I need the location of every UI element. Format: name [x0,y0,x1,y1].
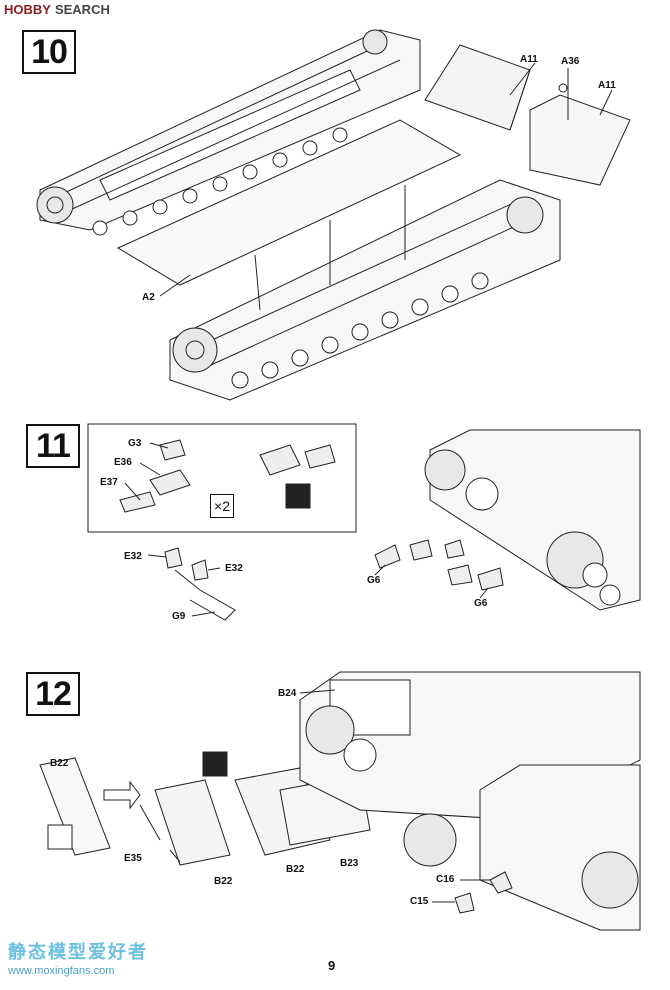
watermark-chinese: 静态模型爱好者 [8,942,148,962]
part-label-e37: E37 [100,477,118,488]
part-label-c16: C16 [436,874,455,885]
watermark-brand: HOBBY [4,2,51,17]
step-10-number: 10 [22,30,76,74]
watermark-suffix: SEARCH [54,2,110,17]
part-label-a11: A11 [520,54,538,65]
watermark-bottom: 静态模型爱好者 www.moxingfans.com [8,938,148,977]
multiplier-badge: ×2 [210,494,234,518]
part-label-g3: G3 [128,438,142,449]
step-11-inset-box [87,423,357,533]
part-label-e32: E32 [225,563,243,574]
part-label-g6: G6 [474,598,488,609]
part-label-c15: C15 [410,896,429,907]
part-label-b22: B22 [50,758,69,769]
page-number: 9 [328,958,336,973]
watermark-url: www.moxingfans.com [8,965,115,977]
part-label-g6: G6 [367,575,381,586]
step-11-number: 11 [26,424,80,468]
part-label-b22: B22 [214,876,233,887]
part-label-a11: A11 [598,80,616,91]
watermark-logo: HOBBY SEARCH [4,2,110,17]
part-label-g9: G9 [172,611,186,622]
part-label-b22: B22 [286,864,305,875]
part-label-b23: B23 [340,858,359,869]
part-label-b24: B24 [278,688,297,699]
step-12-number: 12 [26,672,80,716]
part-label-e35: E35 [124,853,142,864]
part-label-e32: E32 [124,551,142,562]
part-label-a36: A36 [561,56,580,67]
part-label-a2: A2 [142,292,155,303]
part-label-e36: E36 [114,457,132,468]
